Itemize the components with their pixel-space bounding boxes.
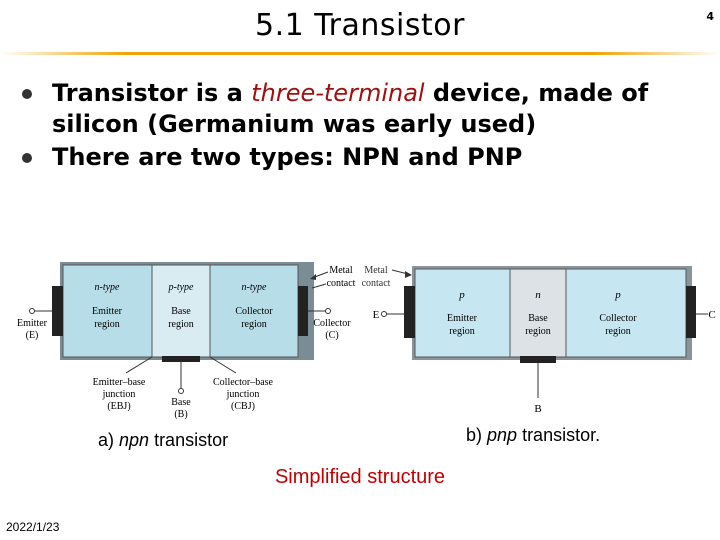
npn-base-label: Base bbox=[171, 397, 191, 408]
npn-cbj-label: (CBJ) bbox=[231, 401, 255, 412]
pnp-region-name: Emitter bbox=[447, 313, 478, 324]
npn-collector-terminal bbox=[325, 308, 331, 314]
npn-base-abbr: (B) bbox=[174, 409, 187, 420]
npn-collector-metal-contact bbox=[298, 286, 308, 336]
title-underline bbox=[0, 52, 720, 55]
pnp-collector-region bbox=[565, 268, 687, 358]
bullet-dot bbox=[22, 89, 32, 99]
pnp-base-label: B bbox=[534, 403, 541, 415]
npn-region-name: region bbox=[94, 319, 120, 330]
pnp-metal-contact-arrowhead bbox=[405, 271, 412, 278]
pnp-region-name: region bbox=[605, 326, 631, 337]
npn-ebj-label: Emitter–base bbox=[93, 377, 146, 388]
npn-region-type: n-type bbox=[242, 282, 268, 293]
npn-region-type: n-type bbox=[95, 282, 121, 293]
npn-caption: a) npn transistor bbox=[98, 430, 229, 450]
slide-date: 2022/1/23 bbox=[6, 520, 60, 534]
bullet-text-emphasis: three-terminal bbox=[251, 79, 425, 107]
npn-emitter-label: Emitter bbox=[17, 318, 48, 329]
npn-cbj-pointer bbox=[209, 356, 237, 374]
npn-cbj-label: junction bbox=[226, 389, 260, 400]
pnp-region-name: region bbox=[525, 326, 551, 337]
npn-cbj-label: Collector–base bbox=[213, 377, 274, 388]
pnp-region-name: Base bbox=[528, 313, 548, 324]
pnp-region-name: region bbox=[449, 326, 475, 337]
npn-region-name: region bbox=[241, 319, 267, 330]
npn-ebj-label: junction bbox=[102, 389, 136, 400]
bullet-text-pre: Transistor is a bbox=[52, 79, 252, 107]
bullet-list: Transistor is a three-terminal device, m… bbox=[22, 78, 712, 173]
npn-collector-label: Collector bbox=[313, 318, 351, 329]
npn-metal-contact-label: Metal bbox=[329, 265, 353, 276]
pnp-metal-contact-label: contact bbox=[362, 278, 391, 289]
npn-region-type: p-type bbox=[168, 282, 195, 293]
npn-region-name: Emitter bbox=[92, 306, 123, 317]
pnp-emitter-terminal bbox=[381, 311, 387, 317]
bullet-text-post: device, made of silicon (Germanium was e… bbox=[52, 79, 649, 138]
npn-ebj-pointer bbox=[125, 356, 153, 374]
simplified-structure-label: Simplified structure bbox=[274, 466, 446, 488]
npn-region-name: region bbox=[168, 319, 194, 330]
pnp-emitter-label: E bbox=[373, 309, 380, 321]
npn-collector-region bbox=[209, 264, 299, 358]
npn-region-name: Base bbox=[171, 306, 191, 317]
page-number: 4 bbox=[706, 10, 714, 23]
npn-metal-contact-label: contact bbox=[327, 278, 356, 289]
pnp-collector-metal-contact bbox=[686, 286, 696, 338]
npn-metal-contact-arrowhead bbox=[310, 274, 316, 280]
npn-base-terminal bbox=[178, 388, 184, 394]
npn-collector-abbr: (C) bbox=[325, 330, 338, 341]
npn-emitter-abbr: (E) bbox=[26, 330, 39, 341]
pnp-transistor-diagram: Metal contact p Emitter region n Base re… bbox=[362, 265, 716, 415]
pnp-region-name: Collector bbox=[599, 313, 637, 324]
npn-ebj-label: (EBJ) bbox=[107, 401, 130, 412]
bullet-item: Transistor is a three-terminal device, m… bbox=[22, 78, 712, 140]
npn-emitter-terminal bbox=[29, 308, 35, 314]
pnp-collector-label: C bbox=[708, 309, 715, 321]
npn-metal-contact-arrow bbox=[311, 283, 327, 289]
pnp-caption: b) pnp transistor. bbox=[466, 425, 601, 445]
pnp-metal-contact-label: Metal bbox=[364, 265, 388, 276]
pnp-base-region bbox=[509, 268, 567, 358]
npn-region-name: Collector bbox=[235, 306, 273, 317]
bullet-dot bbox=[22, 153, 32, 163]
pnp-region-type: p bbox=[614, 289, 621, 301]
bullet-item: There are two types: NPN and PNP bbox=[22, 142, 712, 173]
slide-title: 5.1 Transistor bbox=[255, 8, 465, 43]
npn-base-metal-contact bbox=[162, 356, 200, 362]
pnp-region-type: n bbox=[535, 289, 541, 301]
npn-emitter-metal-contact bbox=[52, 286, 63, 336]
bullet-text-pre: There are two types: NPN and PNP bbox=[52, 143, 523, 171]
pnp-base-metal-contact bbox=[520, 356, 556, 363]
pnp-region-type: p bbox=[458, 289, 465, 301]
npn-transistor-diagram: n-type Emitter region p-type Base region… bbox=[17, 262, 356, 420]
pnp-emitter-metal-contact bbox=[404, 286, 415, 338]
